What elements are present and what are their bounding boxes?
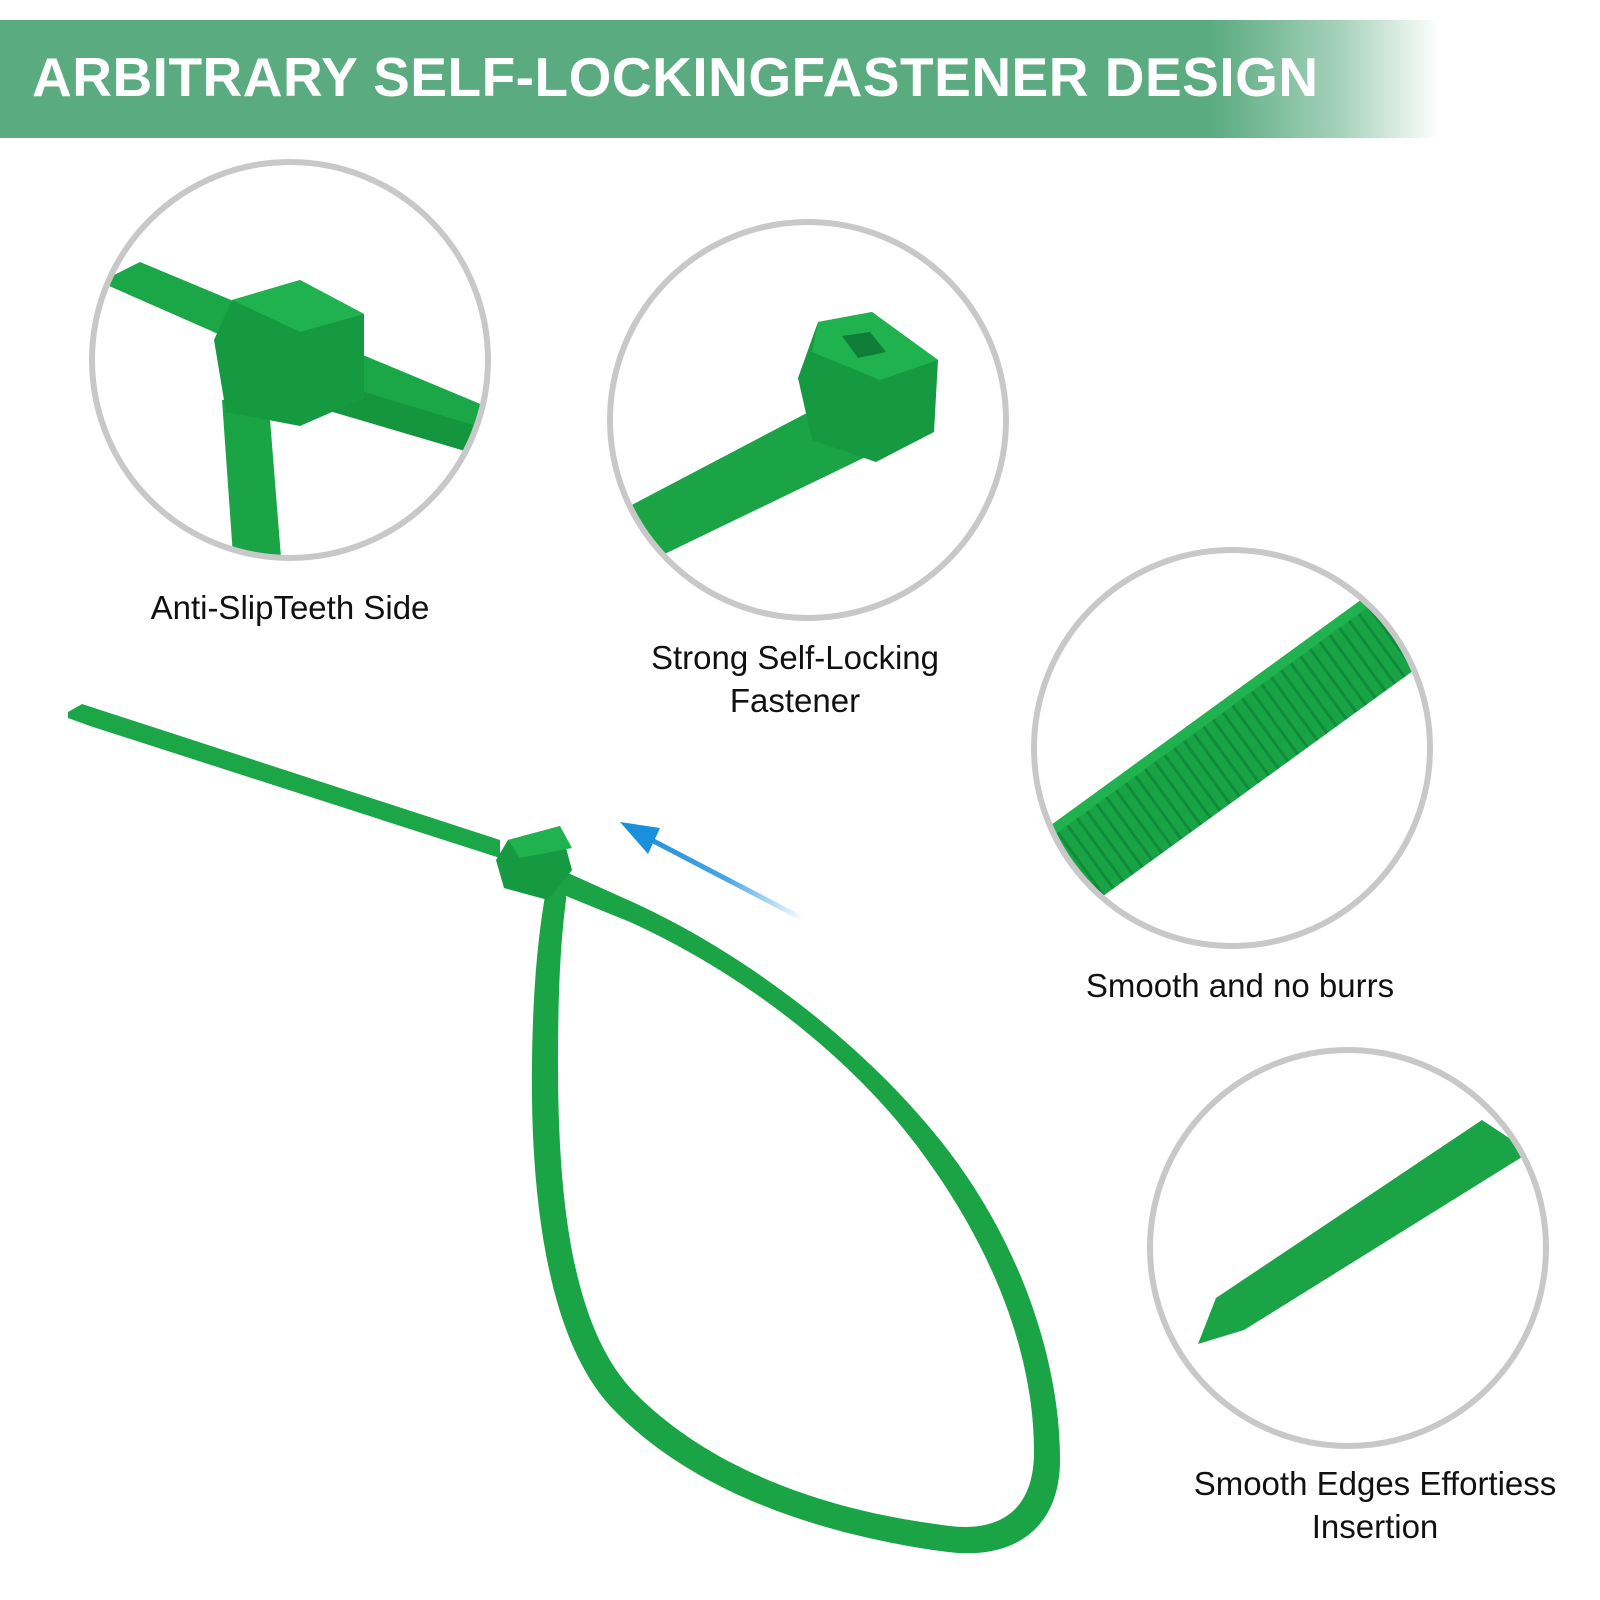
main-cable-tie <box>68 704 1060 1554</box>
detail-circle-locking-head <box>607 219 1009 621</box>
banner-title: ARBITRARY SELF-LOCKINGFASTENER DESIGN <box>32 46 1319 108</box>
arrow-icon <box>620 822 807 923</box>
caption-line: Smooth and no burrs <box>1085 967 1395 1004</box>
caption-smooth-edges: Smooth Edges Effortiess Insertion <box>1155 1462 1595 1548</box>
caption-smooth-no-burrs: Smooth and no burrs <box>1030 964 1450 1007</box>
caption-line: Anti-SlipTeeth Side <box>150 589 430 626</box>
detail-circle-teeth-side <box>89 159 491 561</box>
detail-circle-strap <box>1031 547 1433 949</box>
caption-line: Fastener <box>729 682 861 719</box>
caption-line: Smooth Edges Effortiess <box>1193 1465 1557 1502</box>
title-banner: ARBITRARY SELF-LOCKINGFASTENER DESIGN <box>0 20 1440 138</box>
caption-anti-slip-teeth: Anti-SlipTeeth Side <box>90 586 490 629</box>
caption-line: Insertion <box>1311 1508 1439 1545</box>
caption-line: Strong Self-Locking <box>651 639 939 676</box>
caption-self-locking: Strong Self-Locking Fastener <box>595 636 995 722</box>
detail-circle-tip <box>1147 1047 1549 1449</box>
